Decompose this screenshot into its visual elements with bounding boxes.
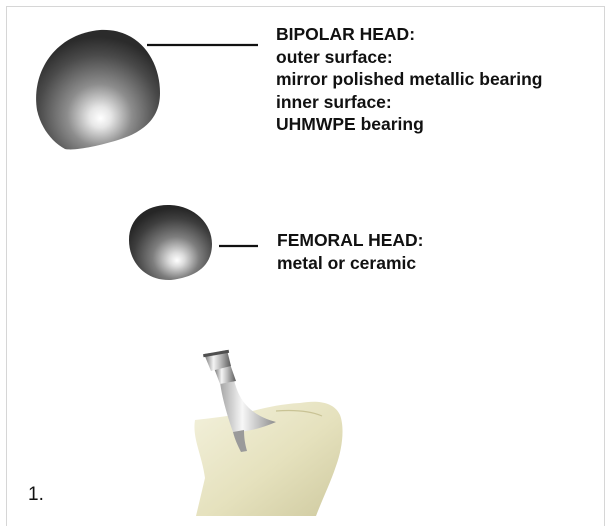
outer-surface-material: mirror polished metallic bearing bbox=[276, 68, 542, 91]
femoral-head-label: FEMORAL HEAD: metal or ceramic bbox=[277, 229, 423, 274]
outer-surface-heading: outer surface: bbox=[276, 46, 542, 69]
bipolar-head-label: BIPOLAR HEAD: outer surface: mirror poli… bbox=[276, 23, 542, 136]
inner-surface-material: UHMWPE bearing bbox=[276, 113, 542, 136]
figure-number: 1. bbox=[28, 484, 44, 506]
bipolar-head-illustration bbox=[36, 30, 160, 150]
femur-bone-illustration bbox=[194, 402, 342, 516]
femoral-head-illustration bbox=[129, 205, 212, 280]
femoral-head-title: FEMORAL HEAD: bbox=[277, 229, 423, 252]
inner-surface-heading: inner surface: bbox=[276, 91, 542, 114]
femoral-head-material: metal or ceramic bbox=[277, 252, 423, 275]
bipolar-head-title: BIPOLAR HEAD: bbox=[276, 23, 542, 46]
